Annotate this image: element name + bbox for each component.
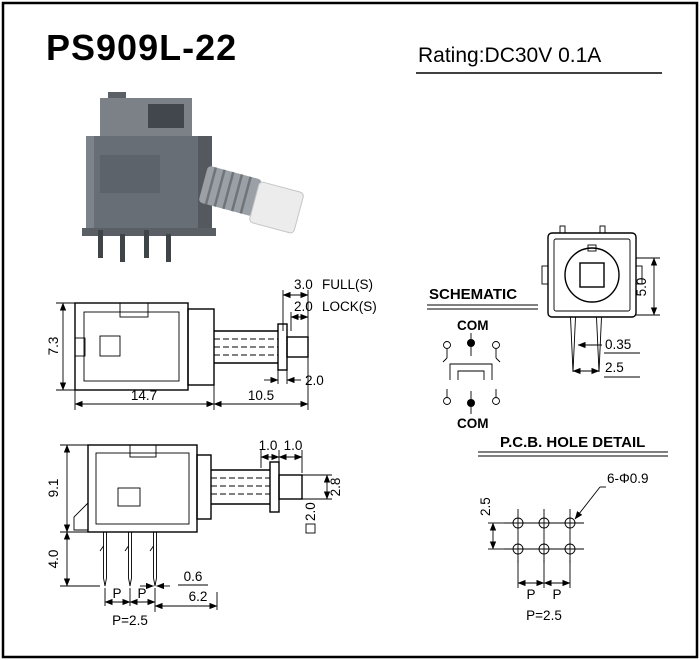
dim-travel-full: 3.0	[294, 277, 313, 292]
pcb-hole	[564, 543, 576, 555]
dim-pin-pitch: 2.5	[605, 360, 624, 375]
dim-body-width: 14.7	[131, 388, 157, 403]
pcb-hole	[512, 543, 524, 555]
rating-text: Rating:DC30V 0.1A	[418, 44, 601, 67]
dim-side-pitch: P=2.5	[112, 613, 148, 628]
photo-button-slot	[148, 104, 184, 128]
dim-tip-square: 2.0	[303, 502, 318, 521]
pcb-hole	[538, 517, 550, 529]
terminal-circle	[492, 341, 500, 349]
schematic-heading: SCHEMATIC	[429, 286, 517, 303]
schematic-com-bottom: COM	[457, 416, 489, 431]
dim-side-height: 9.1	[46, 479, 61, 498]
side-view-pins	[99, 532, 157, 587]
schematic-com-top: COM	[457, 318, 489, 333]
dim-travel-full-label: FULL(S)	[322, 277, 373, 292]
contact-bracket-inner	[457, 370, 485, 380]
side-bracket-foot	[73, 502, 89, 531]
part-number-title: PS909L-22	[46, 27, 237, 68]
terminal-dot	[467, 339, 475, 347]
dim-pin-length: 4.0	[46, 550, 61, 569]
dim-pin-offset: 6.2	[189, 589, 208, 604]
pcb-hole	[564, 517, 576, 529]
dim-pcb-p1: P	[526, 587, 535, 602]
photo-tip	[249, 181, 304, 234]
front-tip	[286, 336, 309, 358]
dim-flange-width: 2.0	[305, 373, 324, 388]
dim-side-p2: P	[137, 586, 146, 601]
front-view: 3.0 FULL(S) 2.0 LOCK(S) 7.3 14.7 10.5 2.…	[46, 277, 377, 410]
square-symbol	[305, 523, 316, 534]
side-view: 1.0 1.0 2.8 2.0 9.1 4.0 P P P=2.5 0.6	[46, 438, 343, 628]
top-view-plunger-circle	[564, 247, 620, 303]
top-view-square-hole	[579, 262, 605, 288]
dim-pin-thickness: 0.35	[605, 337, 631, 352]
dim-pcb-pitch: P=2.5	[526, 608, 562, 623]
dim-shaft-length: 10.5	[248, 388, 274, 403]
dim-pcb-row-pitch: 2.5	[478, 497, 493, 516]
dim-gap-2: 1.0	[284, 438, 303, 453]
dim-travel-lock-label: LOCK(S)	[322, 299, 377, 314]
terminal-circle	[443, 397, 451, 405]
dim-pin-width: 0.6	[184, 569, 203, 584]
contact-bracket-outer	[449, 363, 493, 380]
dim-side-p1: P	[112, 586, 121, 601]
dim-pcb-p2: P	[552, 587, 561, 602]
dim-travel-lock: 2.0	[294, 299, 313, 314]
product-photo	[82, 92, 304, 262]
terminal-circle	[492, 397, 500, 405]
terminal-circle	[443, 341, 451, 349]
side-tip	[278, 474, 303, 500]
dim-top-height: 5.0	[634, 278, 649, 297]
pcb-hole	[538, 543, 550, 555]
top-view: 5.0 0.35 2.5	[541, 225, 660, 378]
pcb-hole-detail: P.C.B. HOLE DETAIL 2.5 6-Φ0.9 P P P=	[478, 434, 668, 623]
dim-front-height: 7.3	[46, 337, 61, 356]
terminal-dot	[467, 399, 475, 407]
pcb-heading: P.C.B. HOLE DETAIL	[500, 434, 645, 451]
dim-hole-spec: 6-Φ0.9	[607, 471, 649, 486]
pcb-hole	[512, 517, 524, 529]
dim-tip-height: 2.8	[328, 478, 343, 497]
dim-gap-1: 1.0	[259, 438, 278, 453]
photo-pins	[98, 230, 171, 262]
schematic: SCHEMATIC COM COM	[427, 286, 538, 431]
side-bracket-plate	[196, 454, 212, 520]
photo-plunger	[199, 166, 304, 234]
